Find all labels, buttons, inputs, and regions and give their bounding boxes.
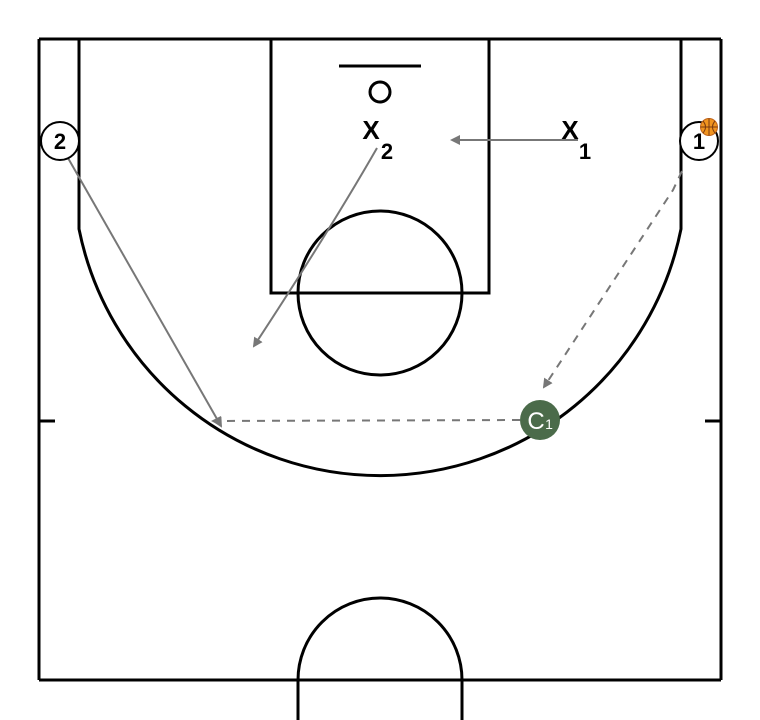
- player-1-label: 1: [693, 129, 705, 154]
- pass-1-to-coach-arrow: [542, 170, 683, 389]
- player-2-label: 2: [54, 129, 66, 154]
- coach-mark: C: [527, 408, 544, 435]
- center-circle: [296, 596, 464, 720]
- defender-x2-subscript: 2: [381, 139, 393, 164]
- pass-coach-to-2-arrow: [211, 415, 521, 426]
- coach-circle: [520, 400, 560, 440]
- half-court: [37, 37, 723, 720]
- three-point-line: [77, 39, 683, 478]
- defender-x1-subscript: 1: [579, 139, 591, 164]
- coach-marker: C 1: [520, 400, 560, 440]
- player-2-circle: [40, 121, 80, 161]
- free-throw-circle: [296, 209, 464, 377]
- defender-x2-marker: X 2: [362, 115, 393, 164]
- defender-x1-mark: X: [561, 115, 579, 145]
- player-1-marker: 1: [679, 118, 719, 161]
- basketball-icon: [700, 118, 718, 136]
- paint-lane: [269, 37, 491, 295]
- hoop-ring-icon: [368, 80, 392, 104]
- movements: [67, 135, 683, 428]
- defender-x2-mark: X: [362, 115, 380, 145]
- defender-x1-marker: X 1: [561, 115, 591, 164]
- x2-movement-arrow: [252, 147, 378, 348]
- player-2-cut-arrow: [67, 157, 222, 428]
- coach-subscript: 1: [545, 416, 553, 432]
- player-2-marker: 2: [40, 121, 80, 161]
